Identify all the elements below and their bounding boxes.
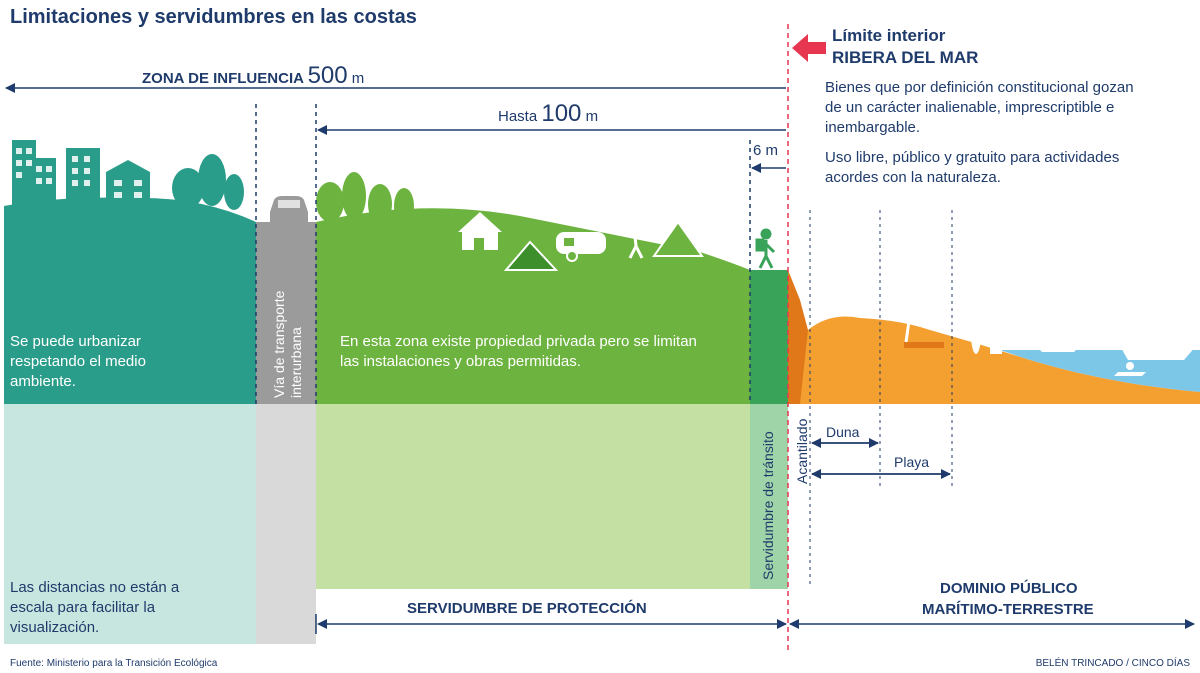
duna-label: Duna — [826, 424, 860, 440]
red-arrow-icon — [792, 34, 826, 62]
limit-description: Bienes que por definición constitucional… — [825, 79, 1134, 136]
influence-value: 500 — [307, 62, 348, 89]
sunshade-icon — [890, 294, 944, 348]
camping-tent-icon — [652, 220, 704, 257]
acantilado-label: Acantilado — [794, 418, 810, 484]
hasta-unit: m — [585, 108, 599, 125]
city-buildings-icon — [12, 140, 150, 208]
influence-label: ZONA DE INFLUENCIA 500 m — [142, 62, 364, 90]
urban-zone — [4, 197, 256, 404]
swimmer-icon — [1114, 362, 1146, 376]
dominio-label-2: MARÍTIMO-TERRESTRE — [922, 601, 1094, 618]
tent-icon — [503, 240, 559, 271]
yacht-icon — [1120, 334, 1196, 360]
source-footer: Fuente: Ministerio para la Transición Ec… — [10, 658, 218, 669]
urban-text: Se puede urbanizar respetando el medio a… — [10, 333, 146, 390]
playa-label: Playa — [894, 454, 930, 470]
influence-unit: m — [351, 70, 365, 87]
caravan-icon — [556, 232, 606, 262]
hasta-value: 100 — [541, 100, 582, 127]
private-zone-lower — [316, 404, 750, 589]
hiker-icon — [755, 228, 776, 269]
transit-width-label: 6 m — [753, 142, 779, 159]
transit-zone-lower — [750, 404, 788, 589]
urban-trees-icon — [172, 154, 244, 210]
private-text: En esta zona existe propiedad privada pe… — [340, 333, 697, 370]
limit-line2: RIBERA DEL MAR — [832, 48, 979, 67]
urban-zone-lower — [4, 404, 256, 644]
golfer-icon — [620, 211, 644, 259]
road-zone-lower — [256, 404, 316, 644]
beach-sand — [800, 316, 1200, 404]
credit-footer: BELÉN TRINCADO / CINCO DÍAS — [1035, 658, 1190, 669]
sea — [1000, 350, 1200, 392]
limit-line1: Límite interior — [832, 26, 946, 45]
scale-note: Las distancias no están a escala para fa… — [10, 579, 180, 636]
road-label: Vía de transporte interurbana — [271, 290, 304, 398]
sailboat-icon — [1036, 300, 1080, 352]
private-trees-icon — [316, 172, 414, 224]
proteccion-label: SERVIDUMBRE DE PROTECCIÓN — [407, 600, 647, 617]
limit-usage: Uso libre, público y gratuito para activ… — [825, 149, 1120, 186]
building-windows-icon — [16, 148, 142, 198]
transit-label: Servidumbre de tránsito — [760, 431, 776, 580]
house-icon — [458, 212, 502, 250]
transit-zone — [750, 270, 788, 404]
page-title: Limitaciones y servidumbres en las costa… — [10, 6, 417, 28]
car-icon — [270, 196, 308, 222]
dominio-label-1: DOMINIO PÚBLICO — [940, 580, 1078, 597]
hasta-prefix: Hasta — [498, 108, 538, 125]
influence-label-text: ZONA DE INFLUENCIA — [142, 70, 304, 87]
hasta-label: Hasta 100 m — [498, 100, 598, 128]
road-zone — [256, 222, 316, 404]
surfer-icon — [971, 314, 1002, 354]
